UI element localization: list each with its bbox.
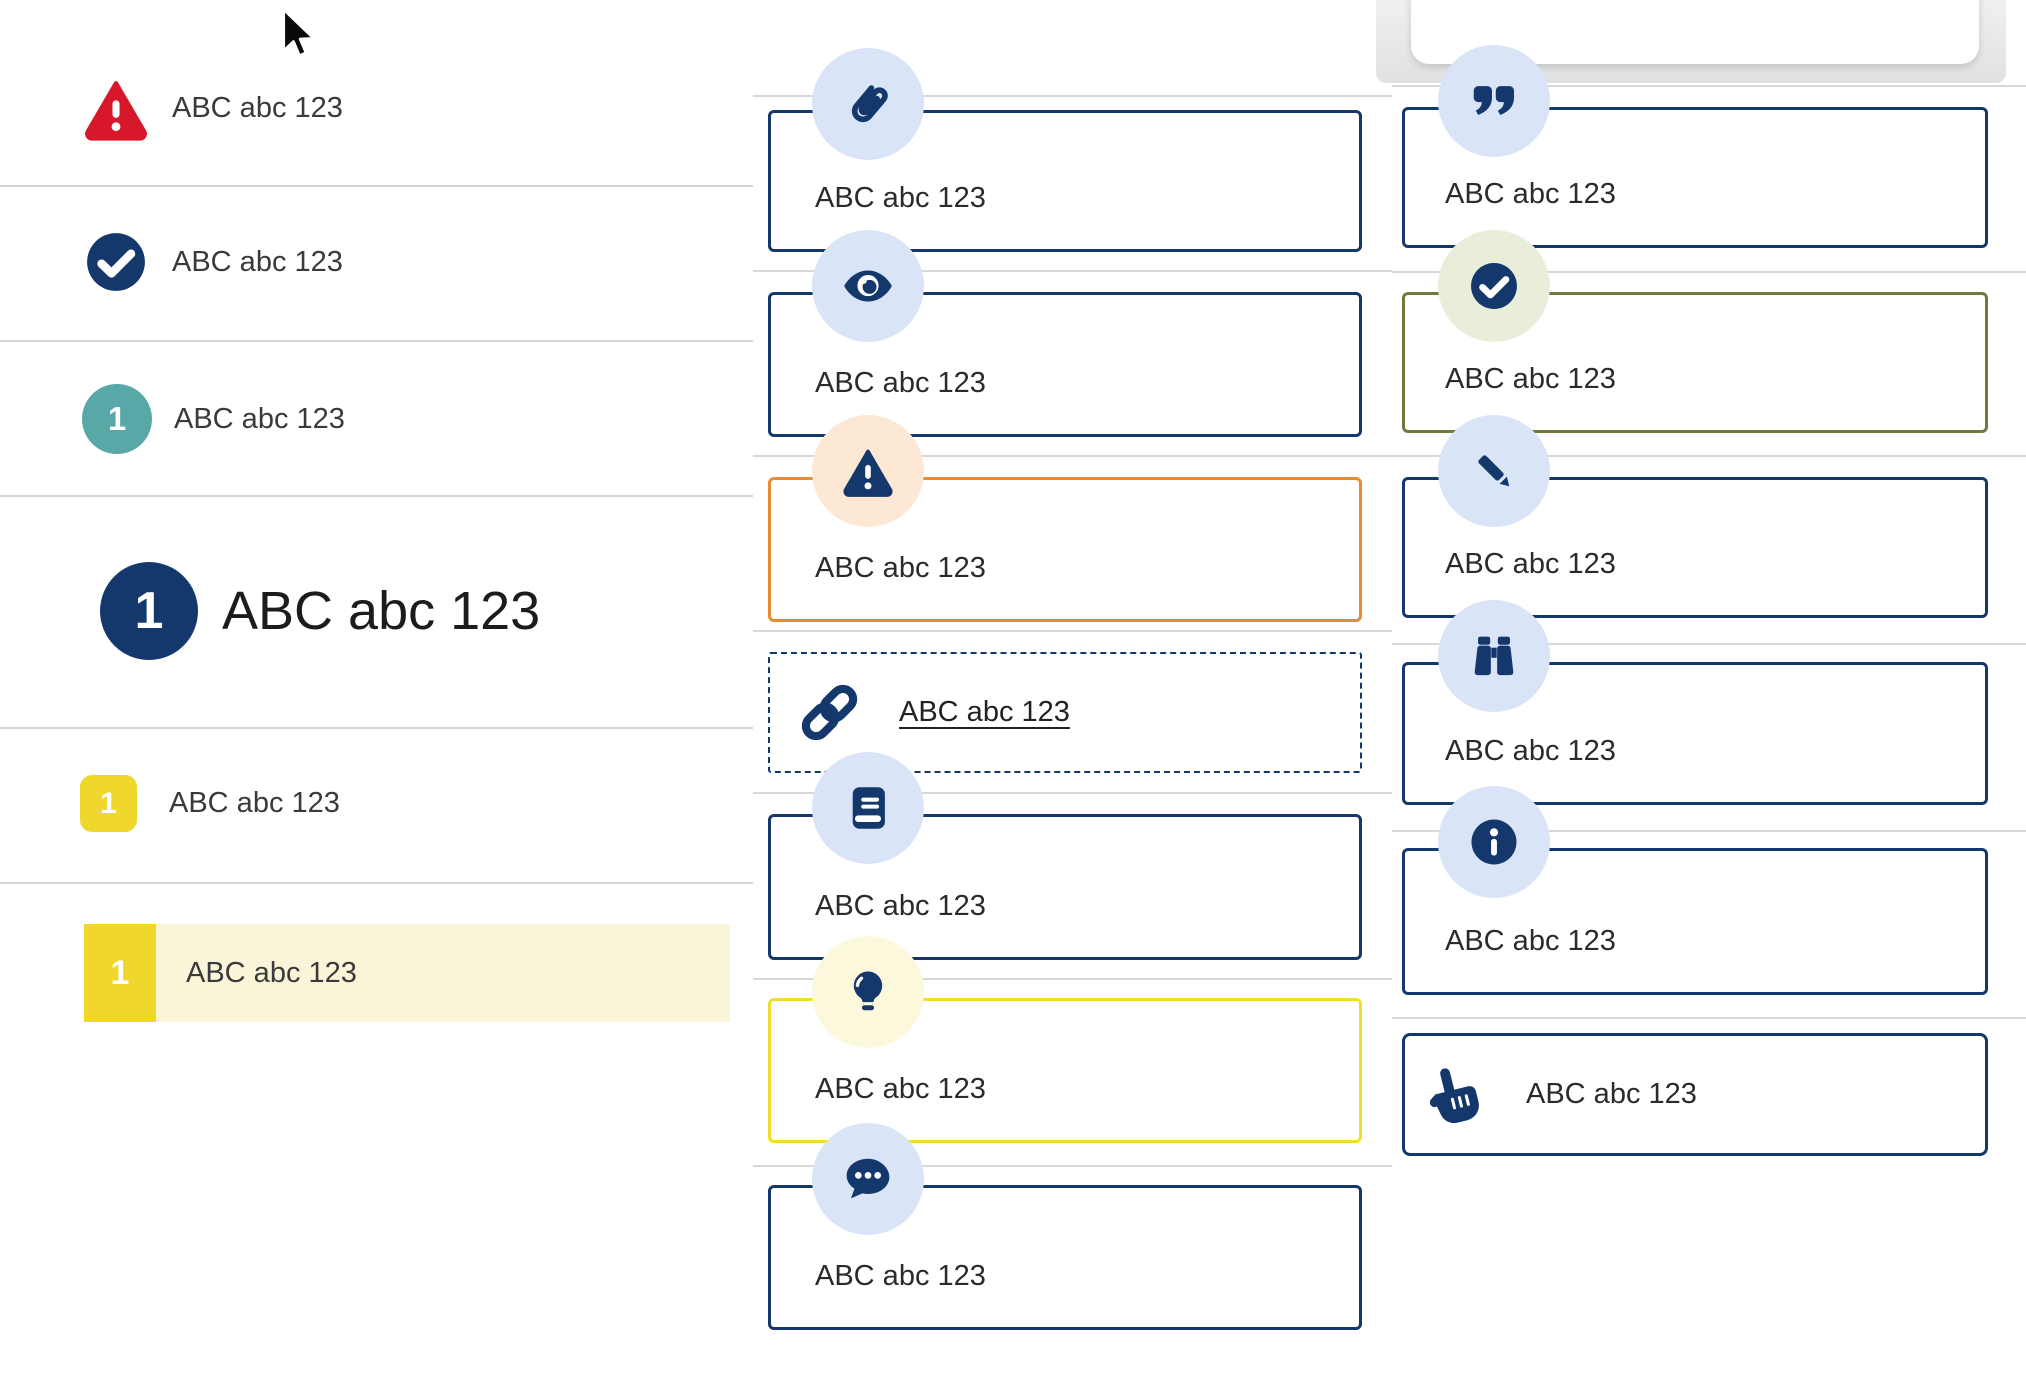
number-badge-yellow-bar: 1	[84, 924, 156, 1022]
check-circle-icon	[1438, 230, 1550, 342]
list-item-label: ABC abc 123	[172, 245, 343, 278]
card-label: ABC abc 123	[1445, 548, 1616, 580]
callout-card-action: ABC abc 123	[1402, 1033, 1988, 1156]
pencil-icon	[1438, 415, 1550, 527]
divider	[753, 1165, 1392, 1167]
divider	[1392, 271, 2026, 273]
info-circle-icon	[1438, 786, 1550, 898]
card-label: ABC abc 123	[1445, 178, 1616, 210]
card-label: ABC abc 123	[815, 367, 986, 399]
check-circle-icon	[82, 228, 150, 296]
mouse-cursor-icon	[274, 6, 316, 65]
alert-triangle-icon	[82, 74, 150, 142]
divider	[1392, 85, 2026, 87]
quote-marks-icon	[1438, 45, 1550, 157]
lightbulb-icon	[812, 936, 924, 1048]
divider	[753, 455, 1392, 457]
card-label: ABC abc 123	[815, 1073, 986, 1105]
hand-pointer-icon	[1421, 1056, 1487, 1134]
highlight-row-background: ABC abc 123	[156, 924, 730, 1022]
card-label: ABC abc 123	[1445, 735, 1616, 767]
link-icon	[798, 681, 861, 744]
number-badge-yellow-icon: 1	[80, 775, 137, 832]
number-badge-navy-icon: 1	[100, 562, 198, 660]
divider	[0, 185, 753, 187]
list-item-label: ABC abc 123	[174, 402, 345, 435]
card-label: ABC abc 123	[1526, 1078, 1697, 1110]
divider	[753, 95, 1392, 97]
warning-triangle-icon	[812, 415, 924, 527]
list-item-label: ABC abc 123	[186, 956, 357, 989]
divider	[753, 270, 1392, 272]
card-label: ABC abc 123	[815, 182, 986, 214]
divider	[1392, 1017, 2026, 1019]
list-item-step-highlighted[interactable]: 1 ABC abc 123	[84, 924, 730, 1022]
card-label: ABC abc 123	[815, 1260, 986, 1292]
binoculars-icon	[1438, 600, 1550, 712]
divider	[753, 978, 1392, 980]
paperclip-icon	[812, 48, 924, 160]
list-item-label: ABC abc 123	[172, 91, 343, 124]
card-label: ABC abc 123	[815, 890, 986, 922]
number-badge-teal: 1	[82, 384, 152, 454]
card-label: ABC abc 123	[815, 552, 986, 584]
list-item-label: ABC abc 123	[169, 787, 340, 819]
divider	[1392, 830, 2026, 832]
list-item-alert[interactable]: ABC abc 123	[82, 74, 343, 142]
book-icon	[812, 752, 924, 864]
step-heading-label: ABC abc 123	[222, 581, 541, 641]
list-item-step-yellow[interactable]: 1 ABC abc 123	[80, 775, 340, 832]
list-item-check[interactable]: ABC abc 123	[82, 228, 343, 296]
chat-bubble-icon	[812, 1123, 924, 1235]
list-item-step-teal[interactable]: 1 ABC abc 123	[82, 384, 345, 454]
divider	[1392, 455, 2026, 457]
divider	[753, 630, 1392, 632]
divider	[0, 882, 753, 884]
list-item-step-heading[interactable]: 1 ABC abc 123	[100, 562, 540, 660]
divider	[0, 495, 753, 497]
callout-card-watch: ABC abc 123	[768, 292, 1362, 437]
card-label: ABC abc 123	[1445, 363, 1616, 395]
card-label: ABC abc 123	[1445, 925, 1616, 957]
divider	[1392, 643, 2026, 645]
link-label[interactable]: ABC abc 123	[899, 696, 1070, 728]
eye-icon	[812, 230, 924, 342]
divider	[753, 792, 1392, 794]
divider	[0, 340, 753, 342]
divider	[0, 727, 753, 729]
